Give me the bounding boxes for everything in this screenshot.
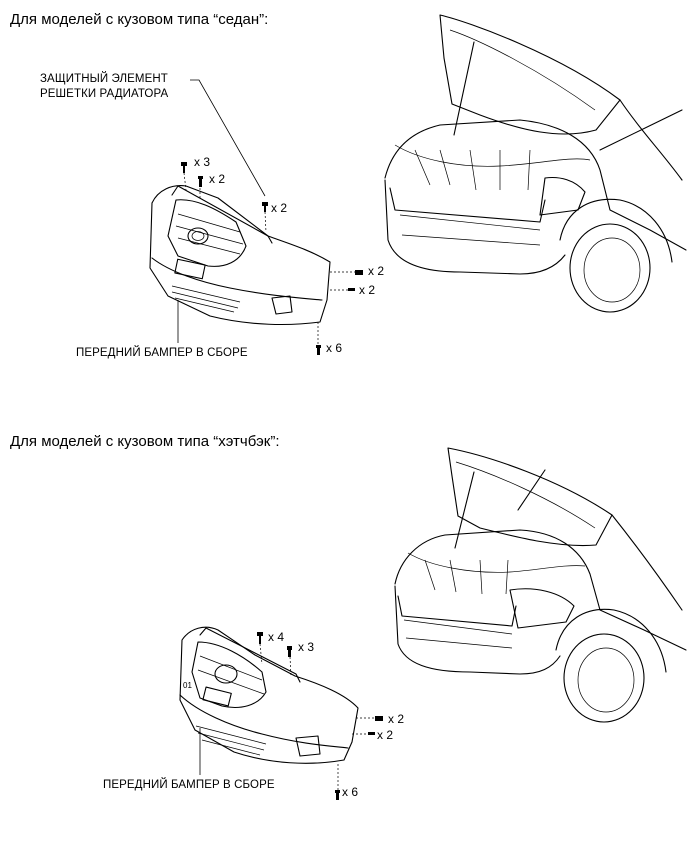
sedan-bumper-label: ПЕРЕДНИЙ БАМПЕР В СБОРЕ: [76, 347, 248, 359]
sedan-screw-qty-bottom: x 6: [326, 341, 343, 355]
grille-guard-label-line1: ЗАЩИТНЫЙ ЭЛЕМЕНТ: [40, 73, 168, 85]
hatchback-heading: Для моделей с кузовом типа “хэтчбэк”:: [10, 433, 280, 450]
grille-guard-label-line2: РЕШЕТКИ РАДИАТОРА: [40, 88, 169, 100]
hatch-screw-qty-bottom: x 6: [342, 785, 359, 799]
sedan-clip-qty-top: x 3: [194, 155, 211, 169]
hatch-clip-qty-side: x 2: [388, 712, 405, 726]
svg-text:01: 01: [183, 681, 192, 690]
sedan-clip-qty-side: x 2: [368, 264, 385, 278]
hatch-screw-qty-top-left: x 4: [268, 630, 285, 644]
hatch-clip-qty-top-right: x 3: [298, 640, 315, 654]
hatch-screw-qty-side: x 2: [377, 728, 394, 742]
sedan-screw-qty-top: x 2: [209, 172, 226, 186]
sedan-heading: Для моделей с кузовом типа “седан”:: [10, 11, 269, 28]
hatchback-bumper-label: ПЕРЕДНИЙ БАМПЕР В СБОРЕ: [103, 779, 275, 791]
sedan-screw-qty-side: x 2: [359, 283, 376, 297]
sedan-clip-qty-grille: x 2: [271, 201, 288, 215]
